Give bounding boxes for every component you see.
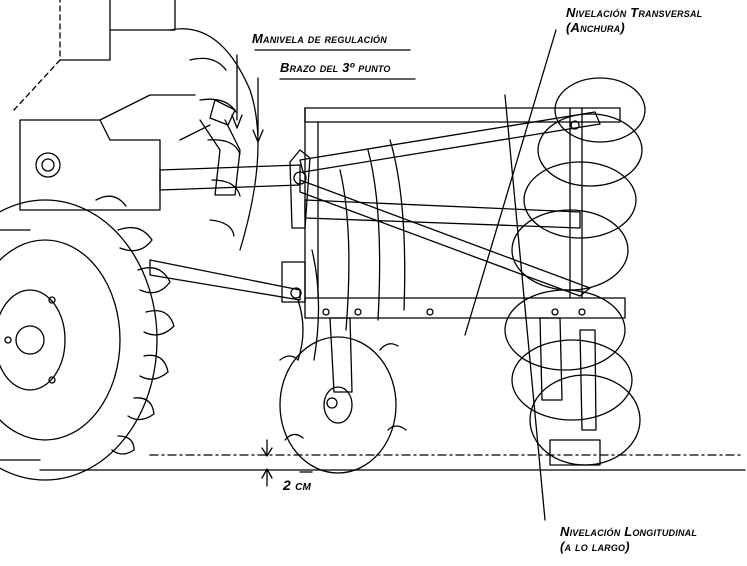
label-transverse-line1: Nivelación Transversal [566, 5, 703, 20]
tractor-front-tire [169, 28, 259, 251]
label-clearance-text: 2 cm [283, 477, 312, 493]
label-third-point-arm-text: Brazo del 3º punto [280, 60, 391, 75]
label-third-point-arm: Brazo del 3º punto [280, 60, 391, 75]
label-transverse-line2: (Anchura) [566, 20, 625, 35]
label-regulating-crank: Manivela de regulación [252, 31, 387, 46]
label-regulating-crank-text: Manivela de regulación [252, 31, 387, 46]
label-transverse-leveling: Nivelación Transversal (Anchura) [566, 5, 702, 35]
harrow-frame [289, 107, 626, 319]
label-longitudinal-line2: (a lo largo) [560, 539, 630, 554]
ground-reference [39, 439, 746, 487]
rear-disc-gang [504, 77, 646, 466]
label-clearance: 2 cm [283, 478, 311, 493]
label-longitudinal-line1: Nivelación Longitudinal [560, 524, 698, 539]
tractor-body [0, 0, 196, 461]
tractor-rear-tire [0, 195, 175, 481]
third-point-linkage [149, 99, 307, 303]
label-longitudinal-leveling: Nivelación Longitudinal (a lo largo) [560, 524, 697, 554]
leader-lines [231, 29, 557, 521]
front-disc-gang [279, 139, 407, 474]
